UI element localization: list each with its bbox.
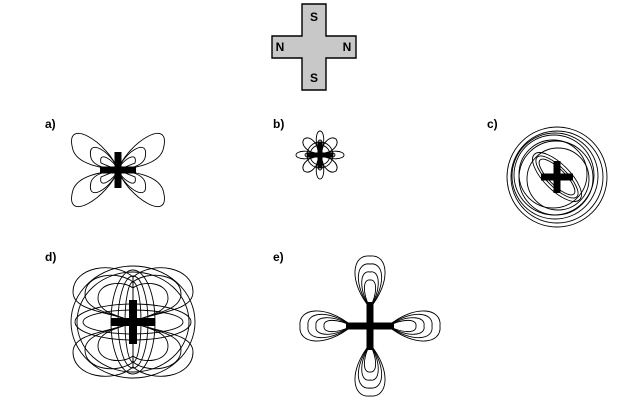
option-c-label: c) bbox=[487, 117, 498, 131]
option-e-label: e) bbox=[273, 250, 284, 264]
option-a-label: a) bbox=[45, 117, 56, 131]
option-b-label: b) bbox=[273, 117, 284, 131]
option-d-label: d) bbox=[45, 250, 56, 264]
option-c-diagram bbox=[506, 126, 608, 228]
magnet-cross-d bbox=[111, 300, 155, 344]
field-lines-e bbox=[299, 255, 441, 397]
field-lines-c bbox=[506, 126, 608, 228]
magnet-cross-c bbox=[541, 161, 573, 193]
option-a-diagram bbox=[71, 133, 165, 207]
pole-top: S bbox=[310, 10, 318, 24]
option-e-diagram bbox=[299, 255, 441, 397]
magnet-cross-e bbox=[346, 302, 394, 350]
magnet-cross-shape bbox=[271, 3, 357, 91]
pole-left: N bbox=[276, 40, 285, 54]
magnet-cross-a bbox=[100, 152, 136, 188]
option-b-diagram bbox=[295, 130, 345, 180]
pole-right: N bbox=[343, 40, 352, 54]
magnet-cross-b bbox=[307, 142, 333, 168]
option-d-diagram bbox=[70, 265, 196, 379]
magnet: S S N N bbox=[271, 3, 357, 91]
pole-bottom: S bbox=[310, 71, 318, 85]
